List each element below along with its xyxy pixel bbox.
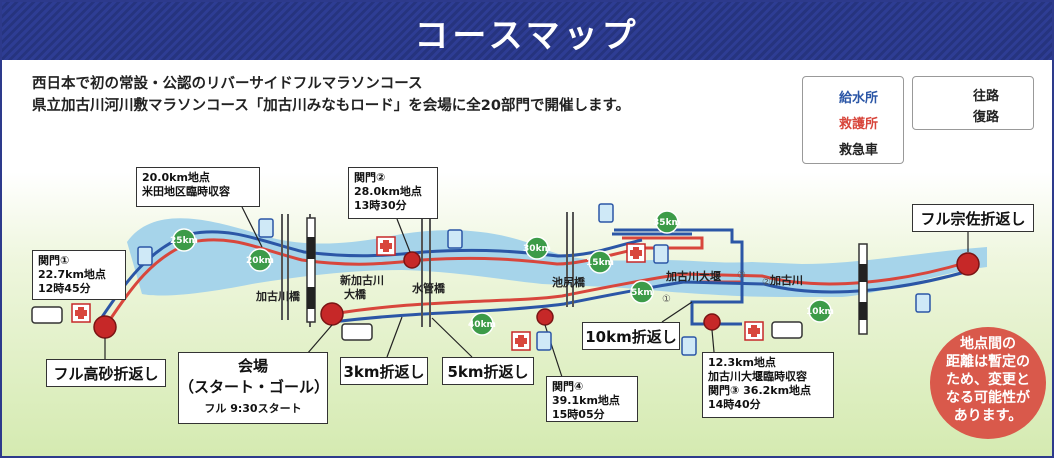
venue-start-time: フル 9:30スタート <box>204 402 302 415</box>
gate-4-line3: 15時05分 <box>552 408 605 421</box>
page-title: コースマップ <box>414 16 640 56</box>
turn-munesa-box: フル宗佐折返し <box>912 204 1034 232</box>
note-line-3: ため、変更と <box>946 372 1030 388</box>
gate-3-line1: 関門③ 36.2km地点 <box>708 384 812 397</box>
turn-5k-box: 5km折返し <box>442 357 534 385</box>
circled-1: ① <box>662 294 671 305</box>
gate-4-box: 関門④ 39.1km地点 15時05分 <box>546 376 638 422</box>
river-label: 加古川 <box>770 274 803 287</box>
bridge-ikejiri-label: 池尻橋 <box>552 276 585 289</box>
turn-10k-box: 10km折返し <box>582 322 680 350</box>
venue-line2: （スタート・ゴール） <box>179 378 330 396</box>
gate-1-line3: 12時45分 <box>38 282 91 295</box>
gate-1-line2: 22.7km地点 <box>38 268 106 281</box>
gate-3-box: 12.3km地点 加古川大堰臨時収容 関門③ 36.2km地点 14時40分 <box>702 352 834 418</box>
legend-ambulance-label: 救急車 <box>839 143 879 158</box>
checkpoint-12km-line1: 12.3km地点 <box>708 356 776 369</box>
gate-4-line2: 39.1km地点 <box>552 394 620 407</box>
note-line-4: なる可能性が <box>946 390 1030 406</box>
weir-label: 加古川大堰 <box>666 270 721 283</box>
gate-1-line1: 関門① <box>38 254 70 267</box>
km-marker-30: 30km <box>523 244 551 254</box>
gate-1-box: 関門① 22.7km地点 12時45分 <box>32 250 126 300</box>
venue-line1: 会場 <box>237 357 268 375</box>
checkpoint-20km-box: 20.0km地点 米田地区臨時収容 <box>136 167 260 207</box>
intro-line-2: 県立加古川河川敷マラソンコース「加古川みなもロード」を会場に全20部門で開催しま… <box>32 98 630 114</box>
gate-2-line3: 13時30分 <box>354 199 407 212</box>
km-marker-5: 5km <box>631 288 653 298</box>
legend-facilities: 給水所 救護所 救急車 <box>802 76 904 164</box>
legend-aid-label: 救護所 <box>839 117 879 132</box>
note-line-2: 距離は暫定の <box>946 354 1030 370</box>
km-marker-15: 15km <box>586 258 614 268</box>
km-marker-10: 10km <box>806 307 834 317</box>
bridge-shin-label-1: 新加古川 <box>340 274 384 287</box>
gate-2-box: 関門② 28.0km地点 13時30分 <box>348 167 438 219</box>
disclaimer-note: 地点間の 距離は暫定の ため、変更と なる可能性が あります。 <box>930 327 1046 439</box>
venue-box: 会場 （スタート・ゴール） フル 9:30スタート <box>178 352 330 424</box>
circled-3: ③ <box>737 270 746 281</box>
legend-outbound-label: 往路 <box>973 89 1000 104</box>
checkpoint-20km-line2: 米田地区臨時収容 <box>142 185 230 198</box>
bridge-kakogawa-label: 加古川橋 <box>256 290 300 303</box>
legend-route: 往路 復路 <box>912 76 1034 130</box>
note-line-1: 地点間の <box>960 336 1016 352</box>
legend-return-label: 復路 <box>973 110 1000 125</box>
km-marker-40: 40km <box>468 320 496 330</box>
gate-4-line1: 関門④ <box>552 380 584 393</box>
km-marker-20: 20km <box>246 256 274 266</box>
checkpoint-20km-line1: 20.0km地点 <box>142 171 210 184</box>
turn-takasago-box: フル高砂折返し <box>46 359 166 387</box>
checkpoint-12km-line2: 加古川大堰臨時収容 <box>708 370 807 383</box>
circled-2: ② <box>762 277 771 288</box>
intro-line-1: 西日本で初の常設・公認のリバーサイドフルマラソンコース <box>32 76 423 92</box>
km-marker-25: 25km <box>170 236 198 246</box>
bridge-suikan-label: 水管橋 <box>412 282 445 295</box>
km-markers <box>172 210 832 336</box>
legend-water-label: 給水所 <box>839 91 879 106</box>
bridge-pillar <box>306 217 316 323</box>
gate-2-line1: 関門② <box>354 171 386 184</box>
note-line-5: あります。 <box>953 408 1023 424</box>
gate-3-line2: 14時40分 <box>708 398 761 411</box>
gate-2-line2: 28.0km地点 <box>354 185 422 198</box>
km-marker-35: 35km <box>653 218 681 228</box>
title-banner <box>2 2 1052 60</box>
turn-3k-box: 3km折返し <box>340 357 428 385</box>
bridge-shin-label-2: 大橋 <box>344 288 366 301</box>
